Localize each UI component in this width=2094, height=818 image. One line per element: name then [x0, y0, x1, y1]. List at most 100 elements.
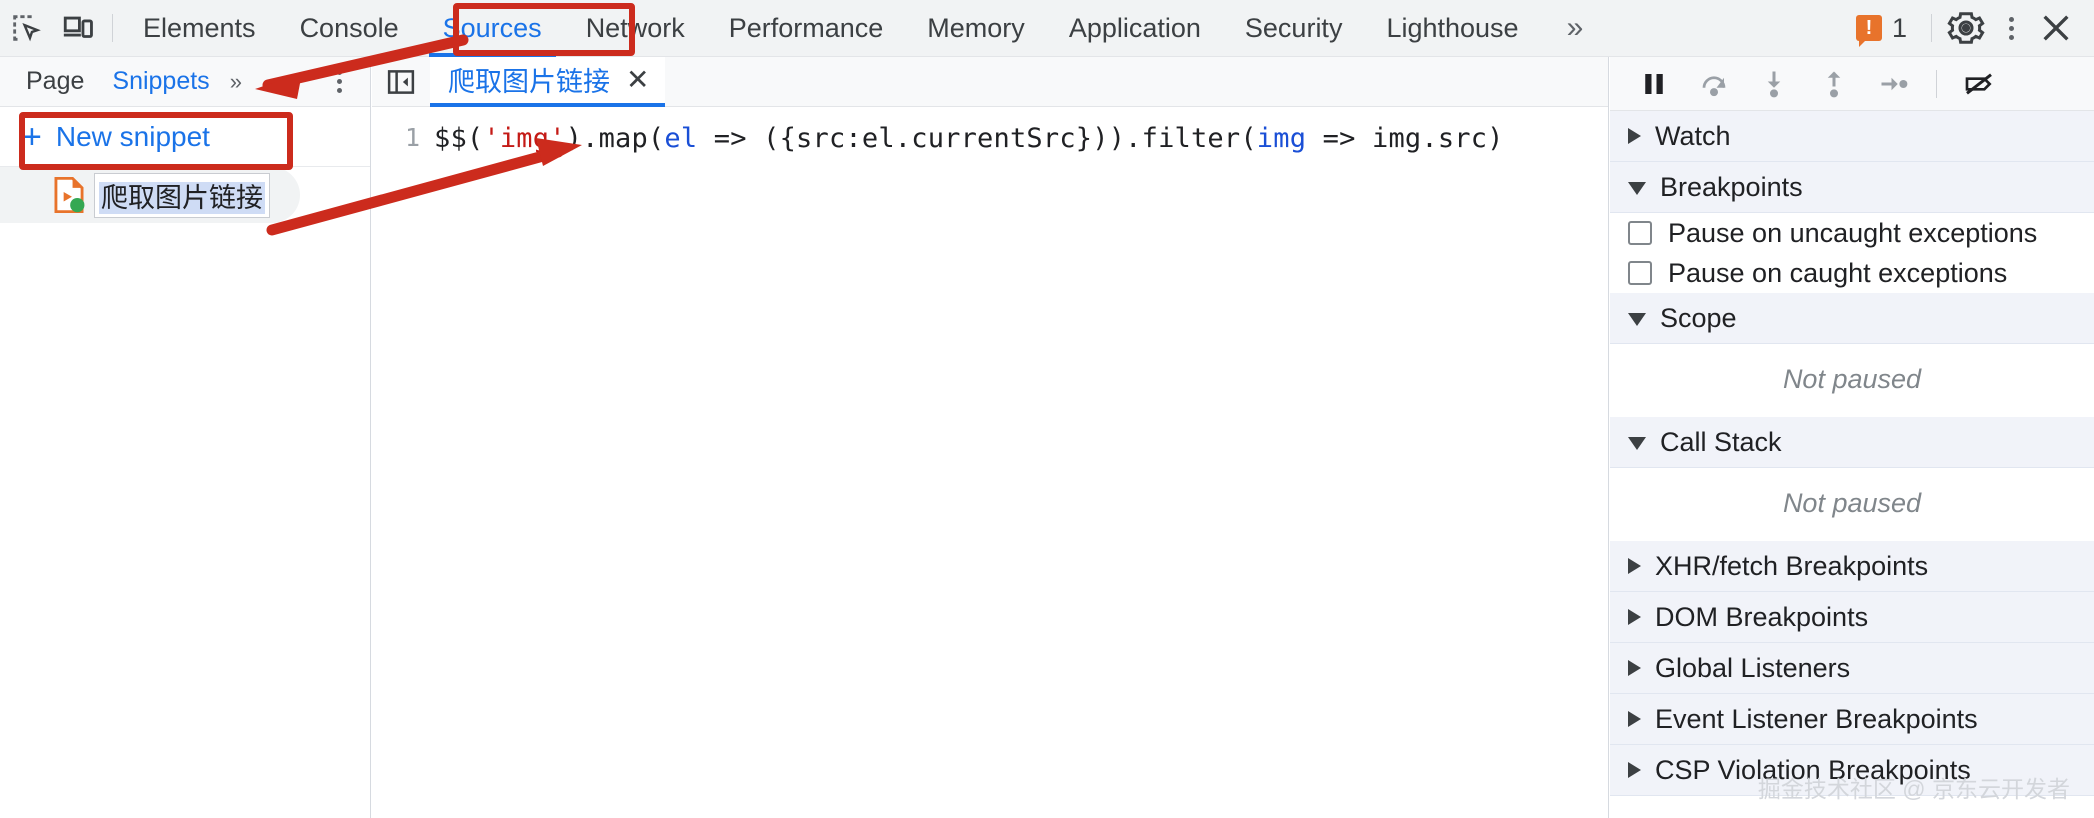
tab-elements-label: Elements — [143, 12, 256, 43]
devtools-main-tabbar: Elements Console Sources Network Perform… — [0, 0, 2094, 57]
tab-memory[interactable]: Memory — [905, 0, 1047, 57]
pause-on-uncaught-exceptions-row[interactable]: Pause on uncaught exceptions — [1610, 213, 2094, 253]
callstack-empty-message: Not paused — [1610, 468, 2094, 541]
section-xhr-fetch-breakpoints[interactable]: XHR/fetch Breakpoints — [1610, 541, 2094, 592]
section-event-listener-breakpoints[interactable]: Event Listener Breakpoints — [1610, 694, 2094, 745]
inspect-element-icon[interactable] — [0, 6, 52, 50]
chevron-right-icon — [1628, 128, 1641, 144]
tab-sources[interactable]: Sources — [421, 0, 564, 57]
new-snippet-button[interactable]: + New snippet — [0, 107, 370, 167]
tab-elements[interactable]: Elements — [121, 0, 278, 57]
device-toolbar-icon[interactable] — [52, 6, 104, 50]
pause-on-caught-exceptions-row[interactable]: Pause on caught exceptions — [1610, 253, 2094, 293]
step-into-icon[interactable] — [1744, 60, 1804, 108]
section-xhr-fetch-breakpoints-label: XHR/fetch Breakpoints — [1655, 550, 1929, 581]
tab-console[interactable]: Console — [278, 0, 421, 57]
code-token-param-el: el — [664, 123, 698, 154]
tab-memory-label: Memory — [927, 12, 1025, 43]
snippet-name-input[interactable]: 爬取图片链接 — [94, 172, 270, 218]
tab-lighthouse[interactable]: Lighthouse — [1364, 0, 1540, 57]
kebab-menu-icon[interactable] — [1992, 6, 2030, 50]
section-breakpoints[interactable]: Breakpoints — [1610, 162, 2094, 213]
section-csp-violation-breakpoints[interactable]: CSP Violation Breakpoints — [1610, 745, 2094, 796]
new-snippet-label: New snippet — [55, 120, 210, 152]
navigator-header: Page Snippets » — [0, 57, 370, 107]
navigator-pane: Page Snippets » + New snippet 爬取图片链接 — [0, 57, 371, 818]
toolbar-right-group: ! 1 — [1840, 6, 2094, 50]
watermark: 掘金技术社区 @ 京东云开发者 — [1757, 776, 2070, 802]
chevron-down-icon — [1628, 437, 1646, 450]
code-token-6: => img.src) — [1306, 123, 1504, 154]
chevron-down-icon — [1628, 182, 1646, 195]
code-token-0: $$( — [434, 123, 484, 154]
section-dom-breakpoints[interactable]: DOM Breakpoints — [1610, 592, 2094, 643]
section-dom-breakpoints-label: DOM Breakpoints — [1655, 601, 1869, 632]
code-token-string: 'img' — [483, 123, 566, 154]
breakpoints-body: Pause on uncaught exceptions Pause on ca… — [1610, 213, 2094, 293]
tab-security[interactable]: Security — [1223, 0, 1365, 57]
chevron-right-icon — [1628, 609, 1641, 625]
tab-security-label: Security — [1244, 12, 1343, 43]
code-token-param-img: img — [1256, 123, 1307, 154]
tab-application[interactable]: Application — [1047, 0, 1223, 57]
debugger-sidebar: Watch Breakpoints Pause on uncaught exce… — [1610, 57, 2094, 818]
deactivate-breakpoints-icon[interactable] — [1949, 60, 2009, 108]
section-event-listener-breakpoints-label: Event Listener Breakpoints — [1655, 703, 1978, 734]
debugger-toolbar-divider — [1936, 69, 1937, 98]
nav-tab-snippets[interactable]: Snippets — [98, 57, 223, 107]
section-scope[interactable]: Scope — [1610, 293, 2094, 344]
list-item[interactable]: 爬取图片链接 — [0, 167, 300, 223]
gear-icon[interactable] — [1940, 6, 1992, 50]
checkbox[interactable] — [1628, 221, 1652, 245]
section-call-stack[interactable]: Call Stack — [1610, 417, 2094, 468]
pause-icon[interactable] — [1624, 60, 1684, 108]
snippet-name-text: 爬取图片链接 — [99, 181, 265, 214]
chevron-right-icon — [1628, 762, 1641, 778]
code-token-4: => ({src:el.currentSrc})).filter( — [697, 123, 1257, 154]
editor-pane: 爬取图片链接 ✕ 1 $$('img').map(el => ({src:el.… — [372, 56, 1609, 818]
more-panels-chevron-icon[interactable]: » — [1566, 11, 1584, 44]
section-csp-violation-breakpoints-label: CSP Violation Breakpoints — [1655, 754, 1971, 785]
editor-tab-snippet[interactable]: 爬取图片链接 ✕ — [430, 56, 666, 107]
toolbar-divider-right — [1931, 14, 1932, 42]
section-call-stack-label: Call Stack — [1660, 426, 1782, 457]
step-over-icon[interactable] — [1684, 60, 1744, 108]
tab-sources-label: Sources — [442, 12, 542, 43]
code-line-1: 1 $$('img').map(el => ({src:el.currentSr… — [372, 107, 1608, 154]
code-line-content[interactable]: $$('img').map(el => ({src:el.currentSrc}… — [434, 123, 1504, 154]
nav-tab-page-label: Page — [26, 67, 85, 95]
navigator-kebab-menu-icon[interactable] — [320, 60, 358, 104]
section-watch[interactable]: Watch — [1610, 111, 2094, 162]
warning-badge[interactable]: ! 1 — [1840, 12, 1923, 47]
toolbar-divider — [112, 14, 113, 42]
plus-icon: + — [22, 117, 42, 156]
section-global-listeners[interactable]: Global Listeners — [1610, 643, 2094, 694]
chevron-right-icon — [1628, 558, 1641, 574]
close-icon[interactable] — [2030, 6, 2082, 50]
tab-lighthouse-label: Lighthouse — [1386, 12, 1519, 43]
step-icon[interactable] — [1864, 60, 1924, 108]
debugger-toolbar — [1610, 57, 2094, 111]
editor-tabstrip: 爬取图片链接 ✕ — [372, 56, 1608, 107]
section-scope-label: Scope — [1660, 302, 1737, 333]
pause-on-caught-exceptions-label: Pause on caught exceptions — [1668, 257, 2008, 288]
tab-performance[interactable]: Performance — [707, 0, 906, 57]
step-out-icon[interactable] — [1804, 60, 1864, 108]
close-icon[interactable]: ✕ — [626, 63, 650, 95]
warning-count: 1 — [1891, 12, 1907, 43]
editor-tab-title: 爬取图片链接 — [448, 67, 610, 97]
chevron-right-icon — [1628, 711, 1641, 727]
navigator-overflow-chevron-icon[interactable]: » — [229, 68, 242, 94]
tab-network-label: Network — [585, 12, 685, 43]
nav-tab-page[interactable]: Page — [12, 57, 98, 107]
chevron-down-icon — [1628, 313, 1646, 326]
code-token-2: ).map( — [565, 123, 665, 154]
scope-empty-message: Not paused — [1610, 344, 2094, 417]
show-navigator-icon[interactable] — [372, 57, 430, 107]
warning-icon: ! — [1855, 15, 1882, 47]
snippet-script-icon — [52, 176, 86, 214]
tab-network[interactable]: Network — [564, 0, 707, 57]
checkbox[interactable] — [1628, 261, 1652, 285]
code-editor[interactable]: 1 $$('img').map(el => ({src:el.currentSr… — [372, 107, 1608, 818]
